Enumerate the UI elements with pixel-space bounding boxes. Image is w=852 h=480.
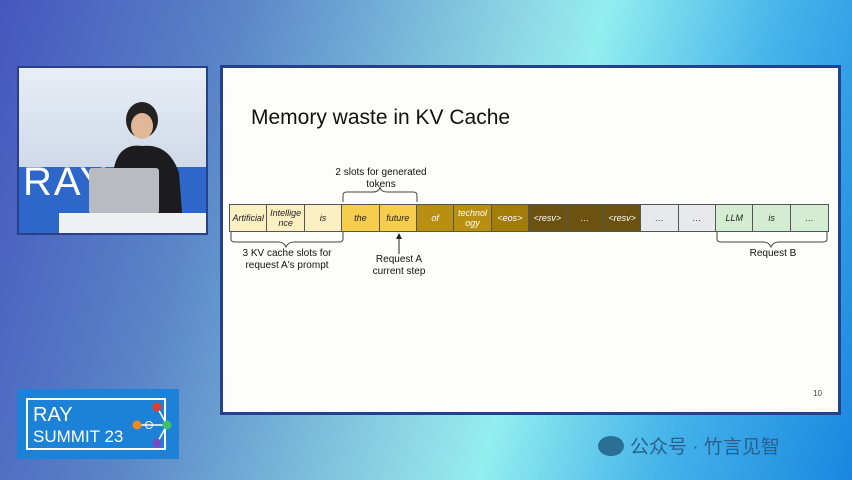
kv-slot: … xyxy=(790,205,829,231)
kv-slot: of xyxy=(416,205,455,231)
kv-slot: <eos> xyxy=(491,205,530,231)
speaker-video: RAY xyxy=(17,66,208,235)
kv-slot: the xyxy=(342,205,380,231)
kv-slot: <resv> xyxy=(603,205,642,231)
kv-slot: LLM xyxy=(716,205,754,231)
laptop xyxy=(89,168,159,214)
wechat-icon xyxy=(598,435,624,456)
kv-slot: technol ogy xyxy=(454,205,492,231)
kv-slot: … xyxy=(678,205,717,231)
prompt-slots-label: 3 KV cache slots for request A's prompt xyxy=(242,248,332,271)
kv-slot: future xyxy=(379,205,417,231)
kv-slot: <resv> xyxy=(529,205,567,231)
page-number: 10 xyxy=(813,389,822,398)
watermark-text: 公众号 · 竹言见智 xyxy=(630,437,780,458)
ray-summit-logo: RAY SUMMIT 23 xyxy=(17,389,179,459)
logo-line2: SUMMIT 23 xyxy=(33,427,124,446)
kv-slot: … xyxy=(566,205,604,231)
watermark: 公众号 · 竹言见智 xyxy=(598,432,780,459)
request-b-label: Request B xyxy=(749,248,797,259)
brackets xyxy=(230,186,828,254)
logo-graph-icon xyxy=(132,402,172,448)
current-step-label: Request A current step xyxy=(372,254,426,277)
slide-title: Memory waste in KV Cache xyxy=(251,106,511,129)
kv-slot: is xyxy=(304,205,343,231)
kv-slot: is xyxy=(753,205,791,231)
podium xyxy=(59,213,206,233)
generated-slots-label: 2 slots for generated tokens xyxy=(335,167,427,190)
kv-slot: Artificial xyxy=(230,205,268,231)
logo-line1: RAY xyxy=(33,404,73,426)
presentation-slide: Memory waste in KV Cache 2 slots for gen… xyxy=(220,65,841,415)
kv-slot: … xyxy=(641,205,679,231)
kv-slot: Intellige nce xyxy=(267,205,305,231)
